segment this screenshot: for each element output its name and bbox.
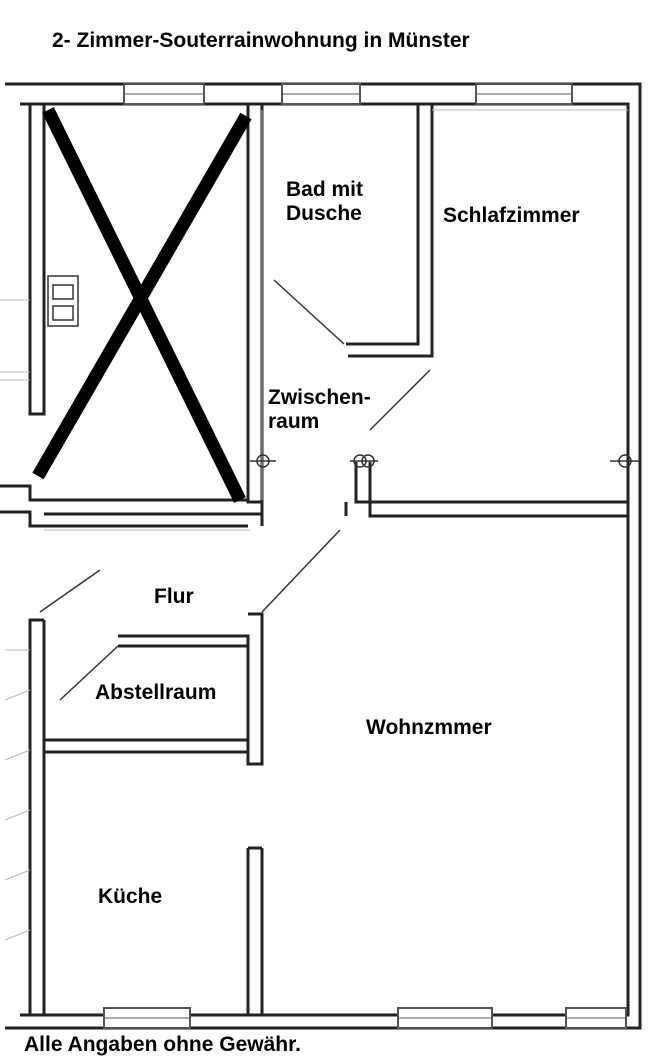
left-room-wall-right (246, 104, 264, 504)
bedroom-wall-outer (354, 462, 628, 504)
bath-wall-right (346, 104, 420, 346)
bath-door (273, 279, 345, 345)
crossed-out-mark (32, 107, 252, 503)
room-label-bad: Bad mit Dusche (286, 178, 363, 226)
room-label-flur: Flur (154, 585, 194, 608)
storage-wall-right (118, 612, 264, 766)
room-label-bad-line1: Bad mit (286, 178, 364, 201)
window-lines (104, 93, 626, 1019)
storage-door (59, 645, 119, 701)
left-room-wall-outer (28, 104, 46, 416)
storage-wall-left (28, 618, 44, 1015)
stove-icon (47, 275, 79, 327)
room-label-bad-line2: Dusche (286, 202, 362, 226)
page-title: 2- Zimmer-Souterrainwohnung in Münster (52, 29, 470, 52)
storage-wall-bottom (44, 738, 248, 754)
room-label-zwischenraum: Zwischen- raum (268, 386, 371, 434)
room-label-kueche: Küche (98, 885, 163, 908)
bedroom-wall-inner (368, 462, 628, 518)
room-label-schlafzimmer: Schlafzimmer (443, 204, 580, 227)
bath-wall-inner (348, 104, 434, 358)
room-label-wohnzimmer: Wohnzmmer (366, 716, 492, 739)
bedroom-door (369, 369, 431, 431)
kitchen-living-wall (246, 846, 264, 1015)
room-label-zwischenraum-line1: Zwischen- (268, 386, 371, 409)
hall-door (39, 569, 101, 613)
hall-wall-left-top (0, 484, 44, 502)
pipe-markers (250, 454, 640, 468)
door-swings (39, 279, 431, 701)
disclaimer-text: Alle Angaben ohne Gewähr. (24, 1033, 301, 1056)
room-label-abstellraum: Abstellraum (95, 681, 217, 704)
room-label-zwischenraum-line2: raum (268, 410, 320, 434)
sketch-lines (0, 109, 628, 941)
left-room-wall-bottom (44, 498, 248, 516)
living-door (261, 529, 341, 613)
